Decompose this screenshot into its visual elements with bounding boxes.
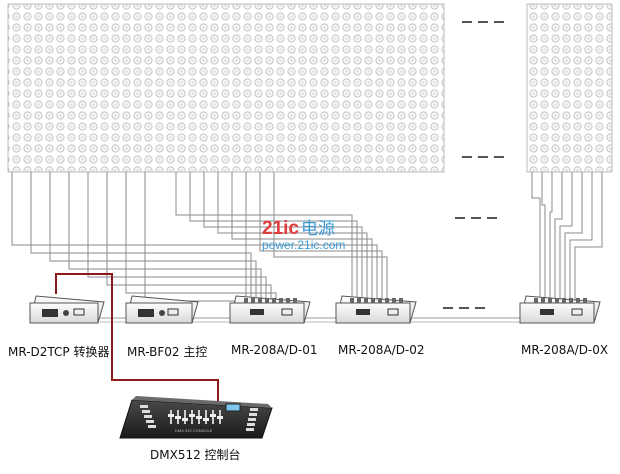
- master-controller-device: [125, 295, 199, 324]
- driver-01-device: [229, 295, 311, 324]
- led-panel-main: [7, 3, 445, 173]
- driver-0x-label: MR-208A/D-0X: [521, 343, 609, 357]
- converter-device: [29, 295, 105, 324]
- dmx-cable: [55, 273, 219, 405]
- converter-label: MR-D2TCP 转换器: [8, 345, 110, 359]
- led-panel-x: [526, 3, 613, 173]
- dmx-console: DMX 512 CONSOLE: [119, 396, 273, 439]
- driver-02-device: [335, 295, 417, 324]
- ellipsis-marks: [443, 21, 504, 309]
- driver-0x-device: [519, 295, 601, 324]
- driver-01-label: MR-208A/D-01: [231, 343, 318, 357]
- devices: [29, 295, 601, 324]
- driver-02-label: MR-208A/D-02: [338, 343, 425, 357]
- master-label: MR-BF02 主控: [127, 345, 208, 359]
- watermark-brand-suffix: 电源: [300, 219, 335, 239]
- console-label: DMX512 控制台: [150, 448, 241, 462]
- watermark-url: power.21ic.com: [262, 238, 346, 252]
- watermark-brand: 21ic: [262, 218, 299, 239]
- console-panel-text: DMX 512 CONSOLE: [175, 428, 213, 433]
